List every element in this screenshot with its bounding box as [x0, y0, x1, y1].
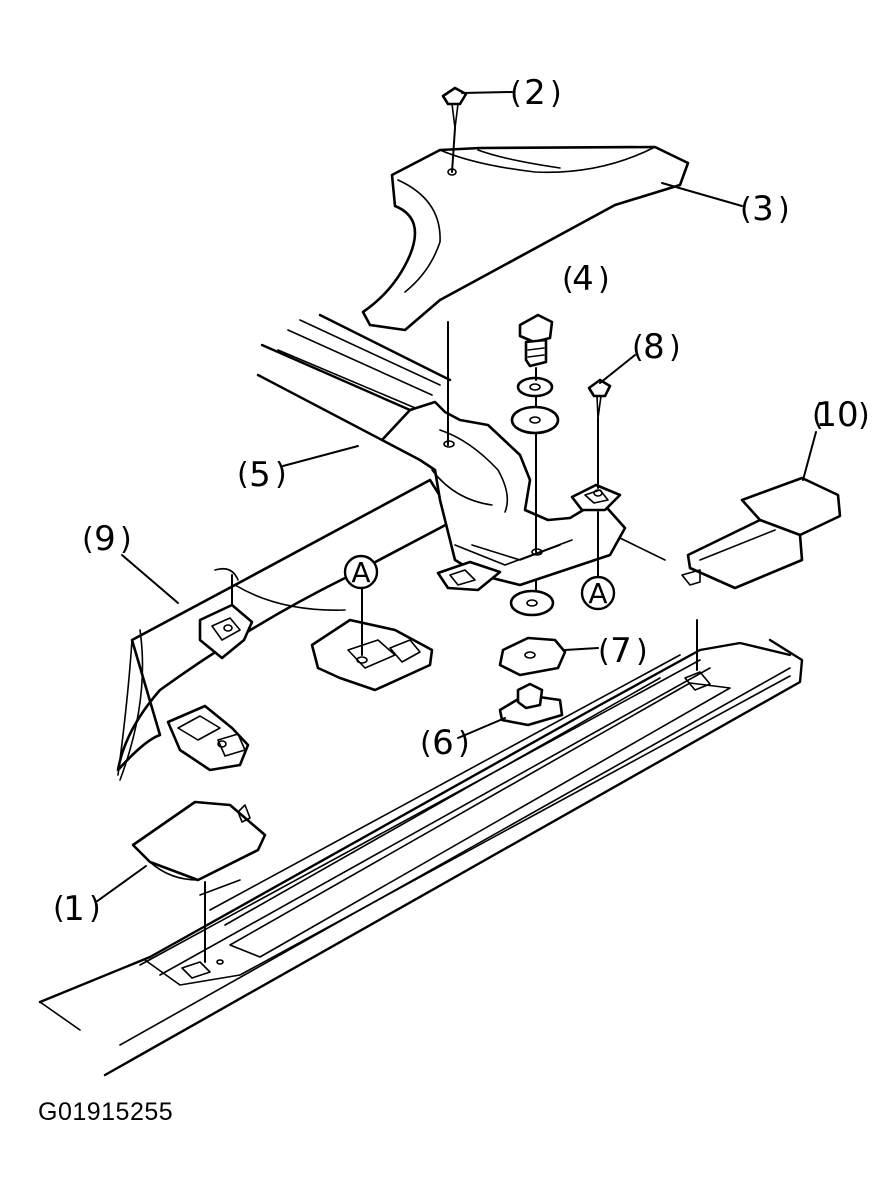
part-5-upper-trim: [256, 313, 627, 592]
svg-text:(: (: [632, 330, 644, 365]
svg-text:): ): [275, 457, 287, 492]
part-4-washer-large: [510, 405, 560, 435]
callout-10-number: 10: [815, 395, 858, 435]
callout-7-number: 7: [610, 631, 632, 671]
callout-5: ( 5 ): [237, 455, 287, 495]
callout-5-number: 5: [249, 455, 271, 495]
part-9-lower-trim: [116, 478, 457, 781]
callout-10: ( 10 ): [812, 395, 870, 435]
callout-3: ( 3 ): [740, 189, 790, 229]
callout-9: ( 9 ): [82, 519, 132, 559]
part-4-washer-small: [516, 376, 554, 398]
svg-text:): ): [550, 76, 562, 111]
callout-6: ( 6 ): [420, 723, 470, 763]
svg-text:(: (: [420, 726, 432, 761]
svg-text:(: (: [598, 634, 610, 669]
callout-1: ( 1 ): [53, 889, 101, 929]
part-1-pad: [131, 800, 267, 882]
callout-1-number: 1: [63, 889, 85, 929]
part-9-clip-lower-left: [166, 704, 250, 772]
ref-a-right-label: A: [588, 577, 607, 610]
callout-8-number: 8: [643, 327, 665, 367]
svg-text:): ): [778, 192, 790, 227]
callout-6-number: 6: [432, 723, 454, 763]
svg-text:(: (: [82, 522, 94, 557]
ref-a-right: A: [580, 575, 616, 611]
svg-text:(: (: [237, 457, 249, 492]
svg-text:): ): [120, 522, 132, 557]
callout-3-number: 3: [752, 189, 774, 229]
ref-a-left-label: A: [351, 556, 370, 589]
callout-8: ( 8 ): [632, 327, 681, 367]
fastener-holes: [181, 168, 711, 979]
callout-4-number: 4: [572, 259, 594, 299]
body-sill-panel: [38, 537, 804, 1077]
svg-text:(: (: [510, 76, 522, 111]
svg-text:(: (: [812, 398, 824, 433]
svg-text:): ): [858, 398, 870, 433]
ref-a-left: A: [343, 554, 379, 590]
part-4-bolt: [518, 313, 554, 368]
svg-text:): ): [598, 262, 610, 297]
svg-text:): ): [89, 891, 101, 926]
part-9-clip-center: [310, 618, 434, 692]
part-6-clip-nut: [498, 682, 564, 727]
callout-2-number: 2: [524, 73, 546, 113]
callout-leaders: [95, 91, 817, 903]
svg-text:(: (: [740, 192, 752, 227]
part-2-screw: [441, 86, 468, 129]
callout-7: ( 7 ): [598, 631, 648, 671]
part-3-upper-trim: [361, 145, 690, 332]
figure-code: G01915255: [38, 1098, 174, 1126]
svg-text:(: (: [562, 262, 574, 297]
svg-text:(: (: [53, 891, 65, 926]
callout-9-number: 9: [94, 519, 116, 559]
svg-text:): ): [669, 330, 681, 365]
callout-2: ( 2 ): [510, 73, 562, 113]
part-10-pad: [681, 476, 842, 590]
part-8-screw: [587, 378, 612, 419]
washer-under-bracket: [509, 589, 555, 617]
svg-text:): ): [458, 726, 470, 761]
svg-text:): ): [636, 634, 648, 669]
callout-4: ( 4 ): [562, 259, 610, 299]
alignment-lines: [204, 127, 698, 963]
part-7-nut: [498, 636, 567, 677]
